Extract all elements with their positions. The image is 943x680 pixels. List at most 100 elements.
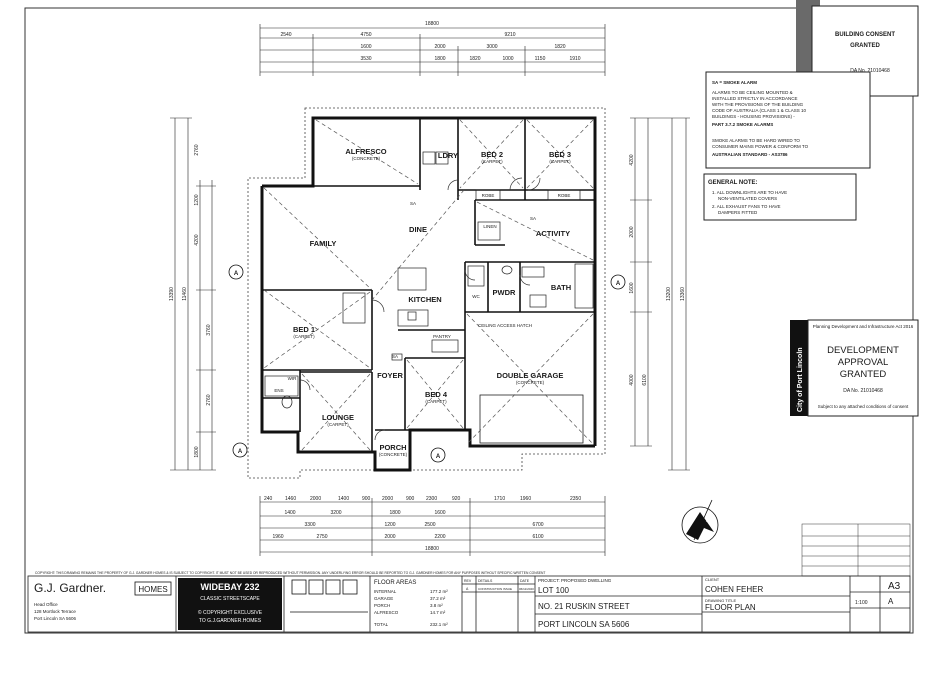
dim-left-1: 1200 — [194, 194, 200, 205]
dim-bot-r2-0: 1400 — [284, 510, 295, 516]
dim-bot-r2-2: 1800 — [389, 510, 400, 516]
room-double-garage: DOUBLE GARAGE — [497, 371, 564, 380]
smoke-alarm-2: SA — [392, 354, 398, 359]
svg-text:PART 3.7.2 SMOKE ALARMS: PART 3.7.2 SMOKE ALARMS — [712, 122, 773, 127]
room-porch-sub: (CONCRETE) — [379, 452, 408, 457]
dim-top-overall: 18800 — [425, 21, 439, 27]
rev-header-0: REV — [464, 579, 472, 583]
room-bed2: BED 2 — [481, 150, 503, 159]
room-diagonals — [263, 119, 594, 451]
right-dimensions — [630, 117, 690, 471]
drawing-title-label: DRAWING TITLE — [705, 598, 736, 603]
dim-bot-r1-11: 2350 — [570, 496, 581, 502]
area-alfresco-value: 14.7 m² — [430, 610, 446, 615]
room-alfresco: ALFRESCO — [345, 147, 386, 156]
house-walls — [260, 116, 597, 472]
development-approval-stamp: City of Port Lincoln Planning Developmen… — [790, 319, 919, 417]
section-markers: A A A A — [228, 264, 626, 463]
dim-top-a: 9210 — [504, 32, 515, 38]
room-lounge: LOUNGE — [322, 413, 354, 422]
dim-top-r4-1: 1800 — [434, 56, 445, 62]
design-block — [178, 578, 282, 630]
dim-top-r4-4: 1150 — [535, 56, 546, 62]
general-note-box: GENERAL NOTE: 1. ALL DOWNLIGHTS ARE TO H… — [703, 173, 857, 221]
dim-right-4: 6100 — [642, 374, 648, 385]
dim-top-r3-2: 3000 — [486, 44, 497, 50]
dim-bot-r1-5: 2000 — [382, 496, 393, 502]
svg-text:SA = SMOKE ALARM: SA = SMOKE ALARM — [712, 80, 757, 85]
svg-text:DA No. 21010468: DA No. 21010468 — [843, 388, 883, 394]
garage-door — [479, 394, 584, 444]
project-suburb: PORT LINCOLN SA 5606 — [538, 620, 630, 629]
dim-top-r3-3: 1820 — [554, 44, 565, 50]
drawing-rev: A — [888, 597, 894, 606]
dim-left-4: 2760 — [206, 394, 212, 405]
dim-right-3: 4000 — [629, 374, 635, 385]
fixtures — [264, 151, 594, 409]
room-robe: ROBE — [482, 193, 495, 198]
area-total-name: TOTAL — [374, 622, 389, 627]
drawing-scale: 1:100 — [855, 600, 868, 606]
dim-right-1: 2000 — [629, 226, 635, 237]
drawing-info-table — [801, 523, 911, 577]
dim-top-r3-1: 2000 — [434, 44, 445, 50]
dim-bot-r1-2: 2000 — [310, 496, 321, 502]
dim-bot-r1-10: 1960 — [520, 496, 531, 502]
svg-text:DEVELOPMENT: DEVELOPMENT — [827, 345, 899, 356]
office-line-2: Port Lincoln SA 5606 — [34, 616, 77, 621]
dim-top-r4-3: 1000 — [502, 56, 513, 62]
svg-text:NON-VENTILATED COVERS: NON-VENTILATED COVERS — [718, 196, 777, 201]
dim-top-r4-0: 3530 — [360, 56, 371, 62]
dim-bot-r1-8: 920 — [452, 496, 461, 502]
room-wc: WC — [472, 294, 480, 299]
room-porch: PORCH — [379, 443, 406, 452]
sheet-size: A3 — [888, 581, 901, 592]
dim-bot-r4-0: 1960 — [272, 534, 283, 540]
floor-areas-title: FLOOR AREAS — [374, 580, 416, 586]
dim-bot-r1-6: 900 — [406, 496, 415, 502]
dim-top-r3-0: 1600 — [360, 44, 371, 50]
design-copy-2: TO G.J.GARDNER.HOMES — [199, 618, 262, 624]
ceiling-access: CEILING ACCESS HATCH — [478, 323, 532, 328]
brand-logo: G.J. Gardner. — [34, 581, 106, 595]
area-alfresco-name: ALFRESCO — [374, 610, 399, 615]
dim-bot-r3-2: 2500 — [424, 522, 435, 528]
svg-text:A: A — [616, 281, 621, 287]
project-label: PROJECT: PROPOSED DWELLING — [538, 578, 612, 583]
room-bed4: BED 4 — [425, 390, 448, 399]
svg-text:BUILDING CONSENT: BUILDING CONSENT — [835, 32, 895, 38]
room-bed3: BED 3 — [549, 150, 571, 159]
svg-text:Planning Development and Infra: Planning Development and Infrastructure … — [813, 324, 914, 329]
bottom-dimensions — [259, 496, 606, 556]
interior-walls — [262, 118, 595, 452]
dim-left-3: 3760 — [206, 324, 212, 335]
dim-bot-r1-9: 1710 — [494, 496, 505, 502]
svg-text:1. ALL DOWNLIGHTS ARE TO HAVE: 1. ALL DOWNLIGHTS ARE TO HAVE — [712, 190, 787, 195]
dim-bot-r2-3: 1600 — [434, 510, 445, 516]
door-swings — [299, 177, 541, 441]
room-kitchen: KITCHEN — [408, 295, 441, 304]
dim-right-2: 1600 — [629, 282, 635, 293]
dim-bot-r1-7: 2300 — [426, 496, 437, 502]
designer-logo — [290, 579, 368, 613]
room-pantry: PANTRY — [433, 334, 451, 339]
room-wir: WIR — [288, 376, 297, 381]
svg-text:BUILDINGS - HOUSING PROVISIONS: BUILDINGS - HOUSING PROVISIONS) - — [712, 114, 795, 119]
dim-left-0: 2760 — [194, 144, 200, 155]
dim-bot-r2-1: 3200 — [330, 510, 341, 516]
room-linen: LINEN — [483, 224, 496, 229]
north-arrow: N — [681, 499, 719, 544]
dim-right-b: 13360 — [680, 287, 686, 301]
dim-bot-r4-4: 6100 — [532, 534, 543, 540]
rev-row-1: CONSTRUCTION ISSUE — [478, 587, 512, 591]
area-garage-value: 37.2 m² — [430, 596, 446, 601]
area-internal-name: INTERNAL — [374, 589, 397, 594]
svg-text:City of Port Lincoln: City of Port Lincoln — [797, 347, 804, 412]
dim-bot-r3-0: 3300 — [304, 522, 315, 528]
svg-text:DA No. 21010468: DA No. 21010468 — [850, 68, 890, 74]
svg-text:GENERAL NOTE:: GENERAL NOTE: — [708, 180, 758, 186]
svg-text:AUSTRALIAN STANDARD - AS3786: AUSTRALIAN STANDARD - AS3786 — [712, 152, 788, 157]
dim-left-2: 4200 — [194, 234, 200, 245]
area-porch-name: PORCH — [374, 603, 390, 608]
